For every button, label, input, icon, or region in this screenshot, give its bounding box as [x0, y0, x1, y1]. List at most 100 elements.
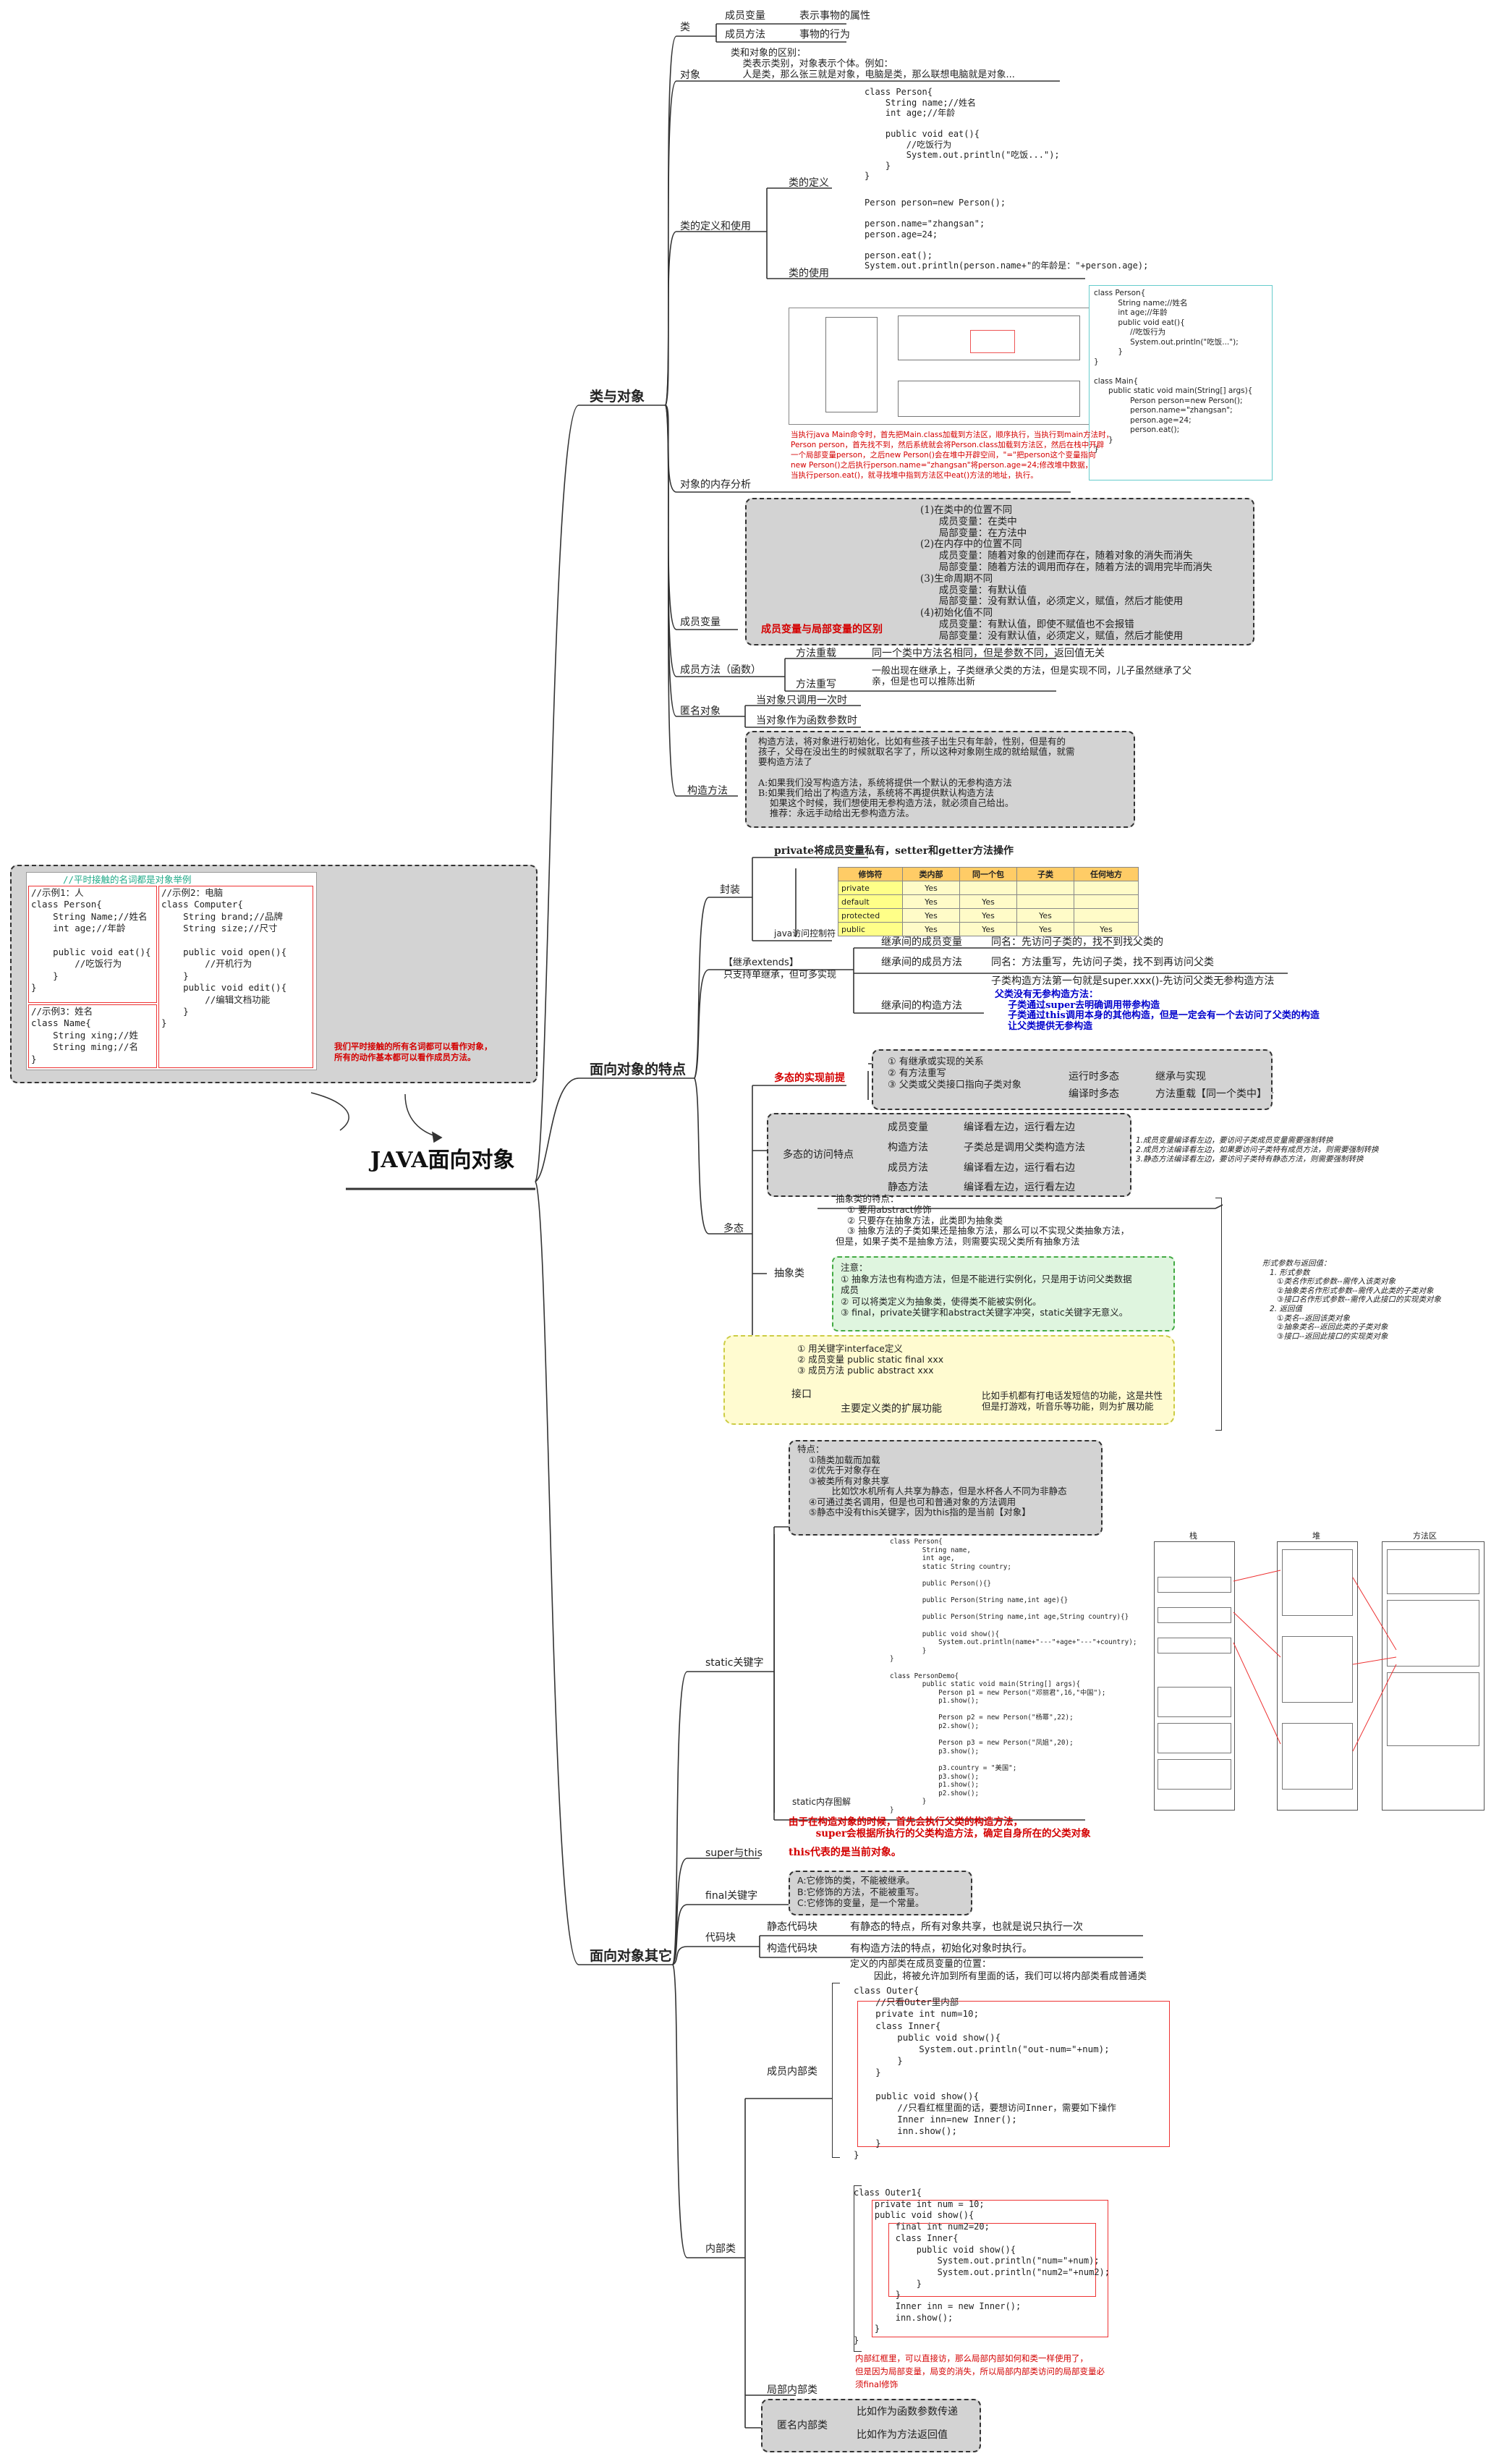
static-block: 静态代码块: [767, 1921, 817, 1933]
node-anon-inner: 匿名内部类: [777, 2420, 828, 2431]
member-inner-desc: 定义的内部类在成员变量的位置： 因此，将被允许加到所有里面的话，我们可以将内部类…: [850, 1959, 1147, 1982]
this-desc: this代表的是当前对象。: [789, 1847, 901, 1858]
node-interface: 接口: [791, 1389, 812, 1400]
node-member-var-2: 成员变量: [680, 617, 721, 628]
node-class-def-use: 类的定义和使用: [680, 221, 751, 232]
poly-access-label: 多态的访问特点: [783, 1149, 854, 1161]
poly-impl-desc: ① 有继承或实现的关系 ② 有方法重写 ③ 父类或父类接口指向子类对象: [888, 1056, 1022, 1091]
node-method: 成员方法（函数）: [680, 664, 761, 676]
inh-constructor: 继承间的构造方法: [881, 1000, 962, 1012]
overload-desc: 同一个类中方法名相同，但是参数不同，返回值无关: [872, 648, 1105, 659]
node-abstract: 抽象类: [774, 1268, 804, 1279]
access-cell: Yes: [959, 908, 1017, 923]
node-override: 方法重写: [796, 679, 836, 690]
node-member-var: 成员变量: [725, 10, 765, 22]
poly-access-v2: 编译看左边，运行看右边: [964, 1162, 1075, 1174]
memory-code-panel: class Person{ String name;//姓名 int age;/…: [1089, 285, 1273, 480]
poly-access-k2: 成员方法: [888, 1162, 928, 1174]
access-cell: Yes: [1074, 922, 1139, 936]
method-area-title: 方法区: [1413, 1531, 1437, 1541]
final-box: A:它修饰的类，不能被继承。 B:它修饰的方法，不能被重写。 C:它修饰的变量，…: [789, 1871, 972, 1915]
abstract-bracket: [1215, 1198, 1222, 1431]
root-title: JAVA面向对象: [370, 1148, 515, 1173]
sample-computer-frame: [158, 886, 313, 1068]
interface-box: 接口 ① 用关键字interface定义 ② 成员变量 public stati…: [723, 1335, 1175, 1425]
local-inner-code: class Outer1{ private int num = 10; publ…: [854, 2188, 1110, 2346]
memory-note: 当执行java Main命令时，首先把Main.class加载到方法区，顺序执行…: [791, 431, 1114, 480]
branch-oop-other: 面向对象其它: [590, 1948, 673, 1964]
static-desc: 特点： ①随类加载而加载 ②优先于对象存在 ③被类所有对象共享 比如饮水机所有人…: [797, 1444, 1067, 1517]
access-cell: protected: [838, 908, 903, 923]
inh-constructor-desc: 父类没有无参构造方法： 子类通过super去明确调用带参构造 子类通过this调…: [995, 989, 1320, 1032]
access-cell: Yes: [902, 908, 960, 923]
stack-title: 栈: [1189, 1531, 1197, 1541]
method-area-class-demo: [1387, 1549, 1479, 1594]
ctor-block: 构造代码块: [767, 1943, 817, 1955]
node-encapsulation: 封装: [720, 884, 740, 896]
stack-frame-p1: [1158, 1577, 1231, 1593]
connector-root-class: [535, 405, 579, 1182]
inh-member-method: 继承间的成员方法: [881, 957, 962, 968]
heap-title: 堆: [1312, 1531, 1320, 1541]
method-area-class-person: [1387, 1600, 1479, 1667]
inh-member-method-desc1: 同名：方法重写，先访问子类，找不到再访问父类: [991, 957, 1214, 968]
heap-object-3: [1282, 1723, 1353, 1790]
static-heap: 堆: [1277, 1531, 1358, 1811]
abstract-note: 注意： ① 抽象方法也有构造方法，但是不能进行实例化，只是用于访问父类数据 成员…: [841, 1262, 1132, 1318]
access-cell: [959, 881, 1017, 895]
inh-member-var-desc: 同名：先访问子类的，找不到找父类的: [991, 936, 1163, 948]
poly-access-k0: 成员变量: [888, 1122, 928, 1133]
access-header-3: 子类: [1016, 867, 1074, 881]
access-cell: [1016, 894, 1074, 909]
stack-show-3: [1158, 1759, 1231, 1790]
member-local-diff-title: 成员变量与局部变量的区别: [761, 624, 883, 635]
override-desc: 一般出现在继承上，子类继承父类的方法，但是实现不同，儿子虽然继承了父 亲，但是也…: [872, 666, 1192, 687]
runtime-poly-desc: 继承与实现: [1155, 1071, 1206, 1083]
node-final: final关键字: [705, 1890, 758, 1902]
node-memory-analysis: 对象的内存分析: [680, 479, 751, 491]
inh-member-method-desc2: 子类构造方法第一句就是super.xxx()-先访问父类无参构造方法: [991, 975, 1275, 987]
poly-access-k3: 静态方法: [888, 1182, 928, 1193]
inh-member-var: 继承间的成员变量: [881, 936, 962, 948]
node-inheritance: 【继承extends】 只支持单继承，但可多实现: [723, 957, 837, 981]
static-mem-label: static内存图解: [792, 1797, 851, 1807]
memory-method-area-mini: [898, 381, 1080, 417]
node-object: 对象: [680, 69, 700, 81]
node-super-this: super与this: [705, 1847, 763, 1859]
node-member-inner: 成员内部类: [767, 2066, 817, 2078]
stack-show-1: [1158, 1687, 1231, 1717]
node-class: 类: [680, 22, 690, 33]
interface-ext-label: 主要定义类的扩展功能: [841, 1403, 942, 1415]
poly-impl-box: ① 有继承或实现的关系 ② 有方法重写 ③ 父类或父类接口指向子类对象 运行时多…: [872, 1049, 1273, 1110]
local-inner-outer-frame: [872, 2200, 1108, 2337]
node-access-modifiers: java访问控制符: [774, 928, 836, 939]
memory-object-mini: [970, 330, 1015, 353]
anon-object-1: 当对象只调用一次时: [756, 695, 847, 706]
access-cell: private: [838, 881, 903, 895]
access-cell: [1074, 881, 1139, 895]
poly-access-v1: 子类总是调用父类构造方法: [964, 1142, 1085, 1153]
sample-name-code: //示例3：姓名 class Name{ String xing;//姓 Str…: [31, 1006, 138, 1064]
sample-person-code: //示例1：人 class Person{ String Name;//姓名 i…: [31, 887, 151, 994]
static-code: class Person{ String name, int age, stat…: [890, 1538, 1137, 1814]
poly-side-note: 1.成员变量编译看左边，要访问子类成员变量需要强制转换 2.成员方法编译看左边，…: [1136, 1136, 1379, 1164]
abstract-note-box: 注意： ① 抽象方法也有构造方法，但是不能进行实例化，只是用于访问父类数据 成员…: [832, 1256, 1175, 1331]
poly-access-v3: 编译看左边，运行看左边: [964, 1182, 1075, 1193]
poly-impl-label: 多态的实现前提: [774, 1072, 845, 1084]
access-cell: Yes: [1016, 922, 1074, 936]
node-member-method: 成员方法: [725, 29, 765, 41]
static-memory-arrows: [1233, 1570, 1397, 1752]
node-class-def: 类的定义: [789, 177, 829, 189]
node-code-block: 代码块: [705, 1932, 736, 1944]
stack-show-2: [1158, 1723, 1231, 1753]
sample-header: //平时接触的名词都是对象举例: [63, 874, 192, 885]
local-inner-inner-frame: [888, 2223, 1096, 2297]
node-class-use: 类的使用: [789, 268, 829, 279]
stack-frame-p2: [1158, 1607, 1231, 1623]
static-block-desc: 有静态的特点，所有对象共享，也就是说只执行一次: [850, 1921, 1083, 1933]
poly-access-k1: 构造方法: [888, 1142, 928, 1153]
